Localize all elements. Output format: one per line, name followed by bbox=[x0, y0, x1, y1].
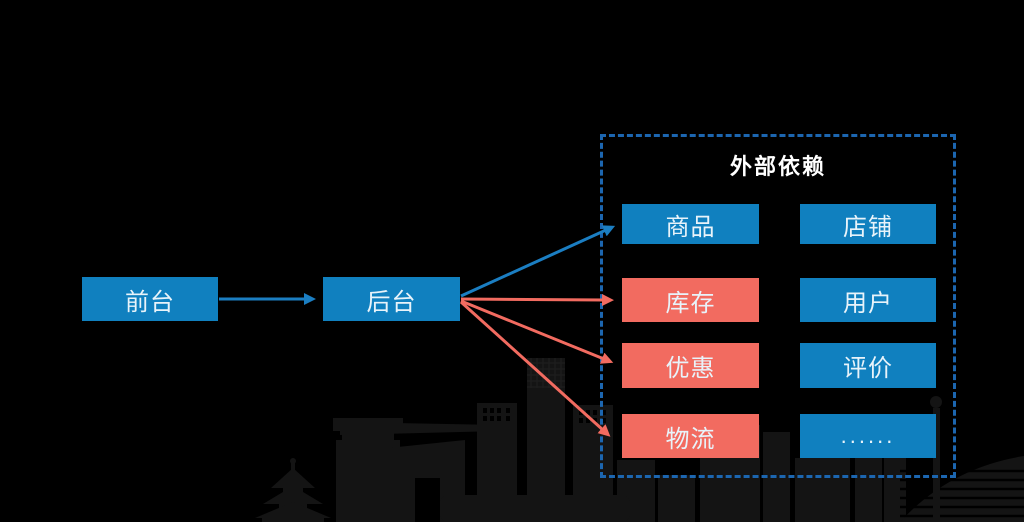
dep-item-review: 评价 bbox=[800, 343, 936, 388]
dep-item-ellipsis: ...... bbox=[800, 414, 936, 458]
dome-building bbox=[900, 396, 1024, 522]
dep-item-goods: 商品 bbox=[622, 204, 759, 244]
arrow-backend-goods bbox=[460, 225, 616, 298]
arrow-backend-inventory bbox=[460, 293, 614, 306]
node-backend: 后台 bbox=[323, 277, 460, 321]
temple-finial bbox=[291, 462, 295, 472]
node-frontend-label: 前台 bbox=[125, 288, 175, 316]
node-backend-label: 后台 bbox=[366, 288, 417, 316]
node-frontend: 前台 bbox=[82, 277, 218, 321]
city-skyline-silhouette bbox=[255, 358, 1024, 522]
dep-item-discount: 优惠 bbox=[622, 343, 759, 388]
dep-item-user: 用户 bbox=[800, 278, 936, 322]
external-dependencies-group: 外部依赖 商品 店铺 库存 用户 优惠 评价 物流 ...... bbox=[600, 134, 956, 478]
group-title: 外部依赖 bbox=[729, 154, 826, 179]
dep-item-inventory: 库存 bbox=[622, 278, 759, 322]
dep-item-logistics: 物流 bbox=[622, 414, 759, 458]
dep-item-shop: 店铺 bbox=[800, 204, 936, 244]
antenna-tower bbox=[933, 408, 940, 522]
